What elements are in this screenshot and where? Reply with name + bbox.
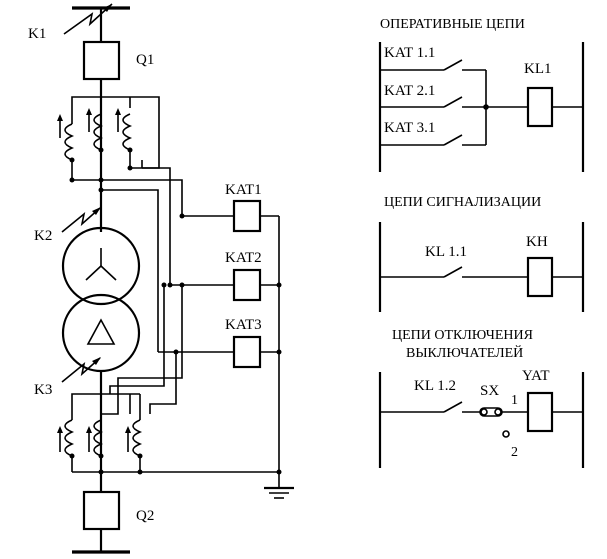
fault-label-k1: K1	[28, 26, 46, 42]
fault-arrow-k1	[63, 3, 113, 35]
ct-coil-a-lower	[64, 419, 75, 457]
contact-kl12	[443, 401, 463, 413]
relay-label-kat2: KAT2	[225, 250, 262, 266]
lower-ct-group	[57, 393, 279, 475]
relay-kl1	[526, 86, 554, 128]
transformer-winding-delta	[61, 293, 141, 373]
relay-label-kat1: KAT1	[225, 182, 262, 198]
power-transformer	[61, 226, 141, 373]
trip-circuits: ЦЕПИ ОТКЛЮЧЕНИЯ ВЫКЛЮЧАТЕЛЕЙ KL 1.2 SX 1…	[378, 328, 585, 468]
contact-label-kat11: KAT 1.1	[384, 45, 435, 61]
relay-kh	[526, 256, 554, 298]
ground-icon	[264, 486, 294, 499]
signal-circuits: ЦЕПИ СИГНАЛИЗАЦИИ KL 1.1 KH	[378, 195, 585, 312]
trip-title-line2: ВЫКЛЮЧАТЕЛЕЙ	[406, 344, 523, 361]
relay-kat3	[232, 335, 262, 369]
operative-circuits: ОПЕРАТИВНЫЕ ЦЕПИ KAT 1.1 KAT 2.1 KAT 3.1…	[378, 17, 585, 172]
ct-coil-c-lower	[132, 419, 143, 457]
relay-kat2	[232, 268, 262, 302]
trip-title-line1: ЦЕПИ ОТКЛЮЧЕНИЯ	[392, 328, 533, 343]
contact-label-kl11: KL 1.1	[425, 244, 467, 260]
delta-symbol	[86, 318, 116, 345]
switch-pos-2: 2	[511, 445, 518, 460]
ct-coil-b-lower	[93, 419, 104, 457]
relay-label-kh: KH	[526, 234, 548, 250]
breaker-q2	[82, 490, 121, 531]
breaker-label-q1: Q1	[136, 52, 154, 68]
contact-kat31	[443, 134, 463, 146]
operative-title: ОПЕРАТИВНЫЕ ЦЕПИ	[380, 17, 525, 32]
fault-label-k3: K3	[34, 382, 52, 398]
relay-kat1	[232, 199, 262, 233]
contact-label-kat31: KAT 3.1	[384, 120, 435, 136]
contact-label-kat21: KAT 2.1	[384, 83, 435, 99]
ct-coil-b-upper	[93, 113, 104, 151]
ct-coil-a-upper	[64, 123, 75, 161]
contact-kat21	[443, 96, 463, 108]
coil-label-yat: YAT	[522, 368, 550, 384]
transformer-winding-star	[61, 226, 141, 306]
contact-label-kl12: KL 1.2	[414, 378, 456, 394]
fault-label-k2: K2	[34, 228, 52, 244]
relay-label-kat3: KAT3	[225, 317, 262, 333]
upper-ct-wiring	[72, 160, 183, 352]
relay-wiring	[158, 213, 282, 488]
contact-kat11	[443, 59, 463, 71]
relay-label-kl1: KL1	[524, 61, 552, 77]
fault-arrow-k2	[61, 207, 101, 233]
breaker-q1	[82, 40, 121, 81]
upper-ct-group	[57, 96, 160, 183]
signal-title: ЦЕПИ СИГНАЛИЗАЦИИ	[384, 195, 541, 210]
switch-pos-1: 1	[511, 393, 518, 408]
breaker-label-q2: Q2	[136, 508, 154, 524]
switch-label-sx: SX	[480, 383, 499, 399]
ct-coil-c-upper	[122, 113, 133, 151]
coil-yat	[526, 391, 554, 433]
lower-ct-wiring	[101, 285, 183, 415]
fault-arrow-k3	[61, 357, 101, 383]
contact-kl11	[443, 266, 463, 278]
primary-scheme: K1 Q1	[28, 3, 294, 554]
